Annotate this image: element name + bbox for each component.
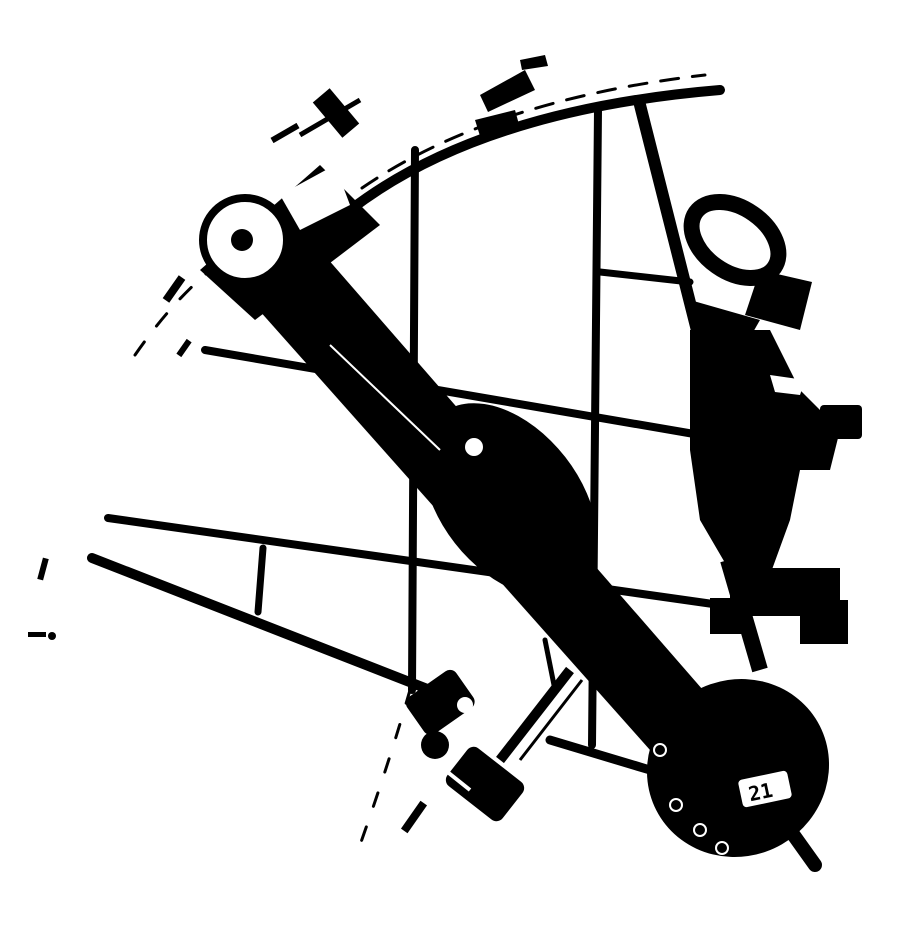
index-arm (250, 250, 790, 840)
dial-reading: 21 (746, 778, 775, 806)
stray-marks (28, 557, 428, 834)
telescope-ring (683, 193, 812, 355)
pivot-screw-icon (231, 229, 253, 251)
top-edge-marks (162, 55, 548, 358)
arm-pivot-hole (465, 438, 483, 456)
index-mirror (199, 88, 380, 320)
clamp-screw (405, 666, 584, 822)
handle-assembly (690, 330, 862, 673)
micrometer-drum: 21 (646, 678, 830, 872)
